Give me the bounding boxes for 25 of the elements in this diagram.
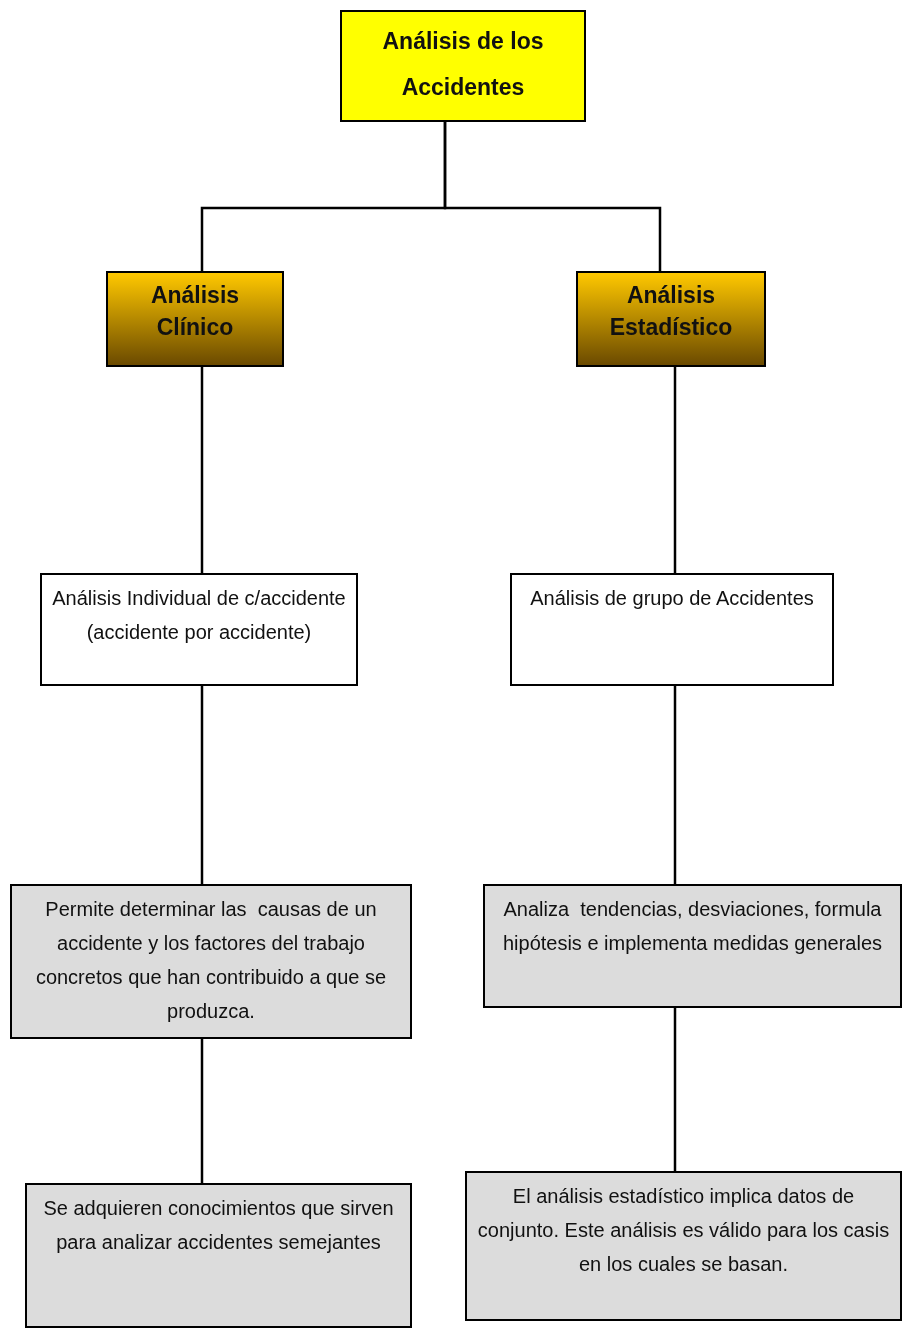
node-text: Se adquieren conocimientos que sirven para analizar accidentes semejantes [42, 1196, 395, 1255]
process-box [40, 573, 358, 686]
node-text: Análisis de los Accidentes [381, 27, 545, 102]
description-box [465, 1171, 902, 1321]
node-text: El análisis estadístico implica datos de conjunto. Este análisis es válido para los casis en los cuales se basan. [476, 1184, 891, 1277]
node-text: Análisis Individual de c/accidente (accidente por accidente) [51, 586, 347, 645]
connector-line [673, 686, 677, 884]
title-box [340, 10, 586, 122]
connector-line [200, 1039, 204, 1183]
node-text: Analiza tendencias, desviaciones, formula hipótesis e implementa medidas generales [501, 897, 884, 956]
description-box [25, 1183, 412, 1328]
connector-line [673, 367, 677, 573]
process-box [510, 573, 834, 686]
description-box [483, 884, 902, 1008]
node-text: Análisis de grupo de Accidentes [530, 586, 814, 611]
node-text: Análisis Estadístico [608, 281, 734, 342]
connector-line [200, 367, 204, 573]
node-text: Permite determinar las causas de un accidente y los factores del trabajo concretos que han contribuido a que se produzca. [34, 897, 388, 1024]
description-box [10, 884, 412, 1039]
connector-line [443, 122, 662, 271]
node-text: Análisis Clínico [149, 281, 241, 342]
connector-line [200, 686, 204, 884]
connector-line [673, 1008, 677, 1171]
category-box [106, 271, 284, 367]
category-box [576, 271, 766, 367]
